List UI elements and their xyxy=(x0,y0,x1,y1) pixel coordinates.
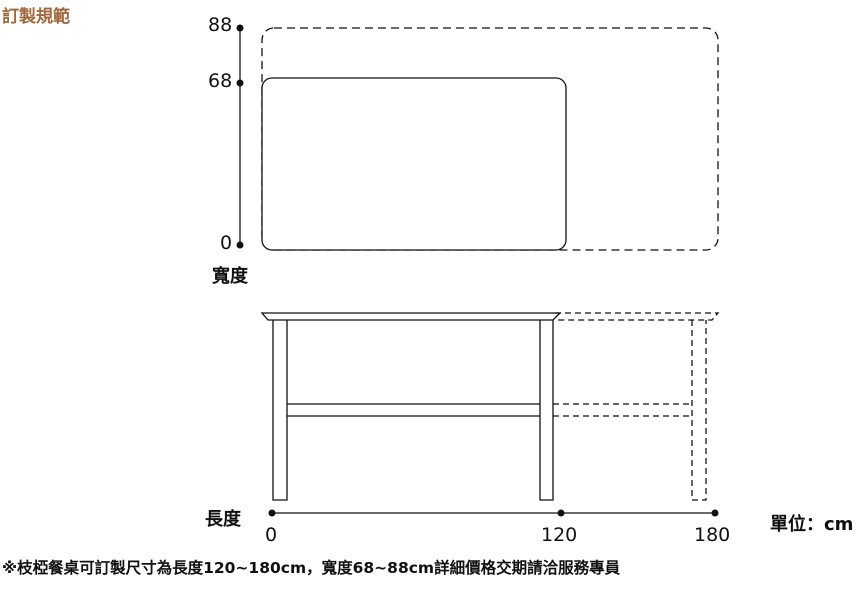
unit-label: 單位：cm xyxy=(770,514,854,535)
leg-mid xyxy=(539,320,554,501)
length-tick-120: 120 xyxy=(541,524,578,546)
max-leg xyxy=(691,320,707,501)
footnote: ※枝椏餐桌可訂製尺寸為長度120~180cm，寬度68~88cm詳細價格交期請洽… xyxy=(2,559,621,577)
tabletop-side xyxy=(260,312,562,321)
max-stretcher xyxy=(553,403,692,417)
max-top-outline xyxy=(261,27,719,251)
width-label: 寬度 xyxy=(212,266,248,287)
length-tick-180: 180 xyxy=(694,524,731,546)
min-top-outline xyxy=(261,77,567,251)
width-tick-68: 68 xyxy=(208,70,233,92)
leg-left xyxy=(272,320,288,501)
page-title: 訂製規範 xyxy=(2,7,70,27)
length-tick-0: 0 xyxy=(265,524,278,546)
stretcher xyxy=(287,403,540,417)
length-label: 長度 xyxy=(205,509,241,530)
width-tick-0: 0 xyxy=(220,232,233,254)
max-tabletop-side xyxy=(555,312,720,321)
width-tick-88: 88 xyxy=(208,14,233,36)
